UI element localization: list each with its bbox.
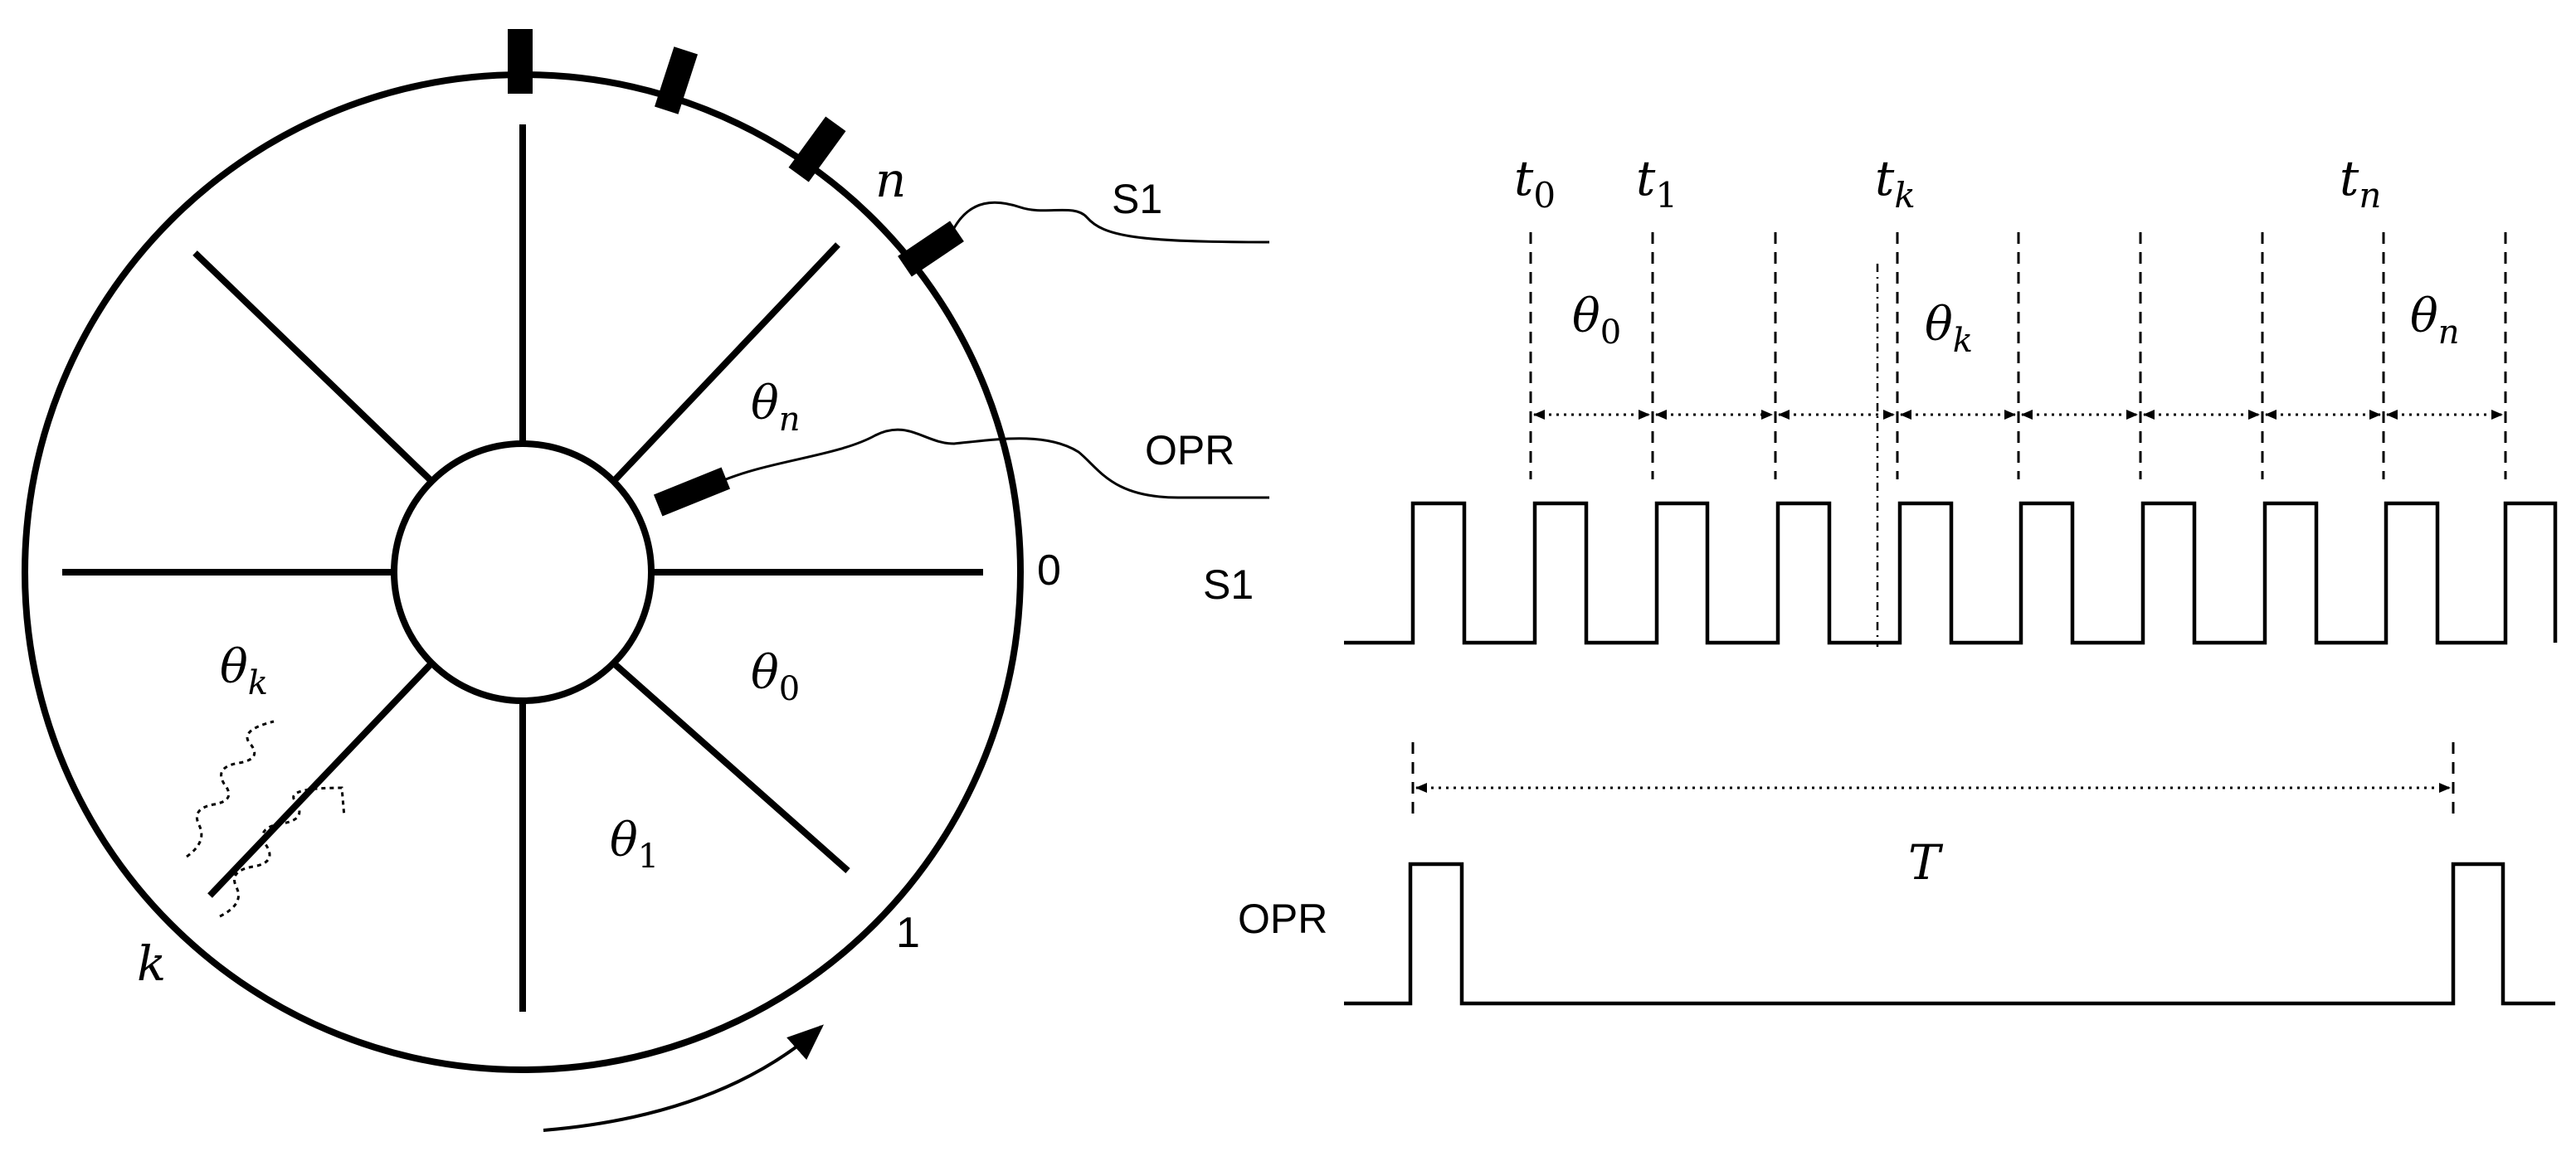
rim-tooth xyxy=(788,116,846,182)
time-label-t0: t0 xyxy=(1514,150,1556,216)
rim-tooth xyxy=(654,46,699,114)
opr-sensor-wire xyxy=(721,428,1269,499)
interval-label-theta-n: θn xyxy=(2410,289,2459,352)
spoke-lower-right xyxy=(611,661,850,873)
tooth-label-k: k xyxy=(137,935,166,992)
opr-sensor xyxy=(653,467,731,517)
timing-diagram: t0 t1 tk tn θ0 θk θn S1 OPR T xyxy=(1203,150,2558,1006)
time-label-t1: t1 xyxy=(1636,150,1678,216)
s1-sensor-wire xyxy=(952,201,1270,244)
rotor-wheel: n k 0 1 θn θk θ0 θ1 xyxy=(22,29,1270,1132)
time-label-tn: tn xyxy=(2340,150,2381,216)
rim-tooth xyxy=(898,221,964,277)
tooth-label-n: n xyxy=(875,152,906,208)
sector-label-theta-n: θn xyxy=(751,376,800,439)
sector-label-theta-0: θ0 xyxy=(751,646,800,708)
rotation-arrow xyxy=(543,1024,824,1132)
opr-pulse-train xyxy=(1344,862,2555,1006)
time-markers xyxy=(1529,232,2507,479)
s1-sensor-label: S1 xyxy=(1112,176,1162,222)
sector-label-theta-k: θk xyxy=(220,640,268,702)
spoke-upper-left xyxy=(192,250,434,483)
period-label: T xyxy=(1908,834,1944,891)
rim-tooth xyxy=(508,29,533,94)
tooth-label-zero: 0 xyxy=(1037,546,1061,595)
sector-label-theta-1: θ1 xyxy=(610,814,659,876)
crack-line xyxy=(219,786,346,918)
rim-teeth xyxy=(508,29,964,277)
crack-line xyxy=(186,720,275,858)
opr-sensor-label: OPR xyxy=(1145,427,1234,474)
wheel-spokes xyxy=(62,124,983,1012)
interval-label-theta-0: θ0 xyxy=(1572,289,1621,352)
spoke-lower-left xyxy=(207,661,434,898)
tooth-label-one: 1 xyxy=(896,909,920,957)
period-markers xyxy=(1411,742,2455,821)
s1-pulse-train xyxy=(1344,501,2558,645)
s1-signal-label: S1 xyxy=(1203,561,1254,608)
wheel-hub xyxy=(391,440,655,704)
opr-signal-label: OPR xyxy=(1238,896,1327,942)
crack-marks xyxy=(186,720,346,918)
time-label-tk: tk xyxy=(1875,150,1916,216)
interval-label-theta-k: θk xyxy=(1925,298,1973,360)
spoke-upper-right xyxy=(611,242,840,483)
